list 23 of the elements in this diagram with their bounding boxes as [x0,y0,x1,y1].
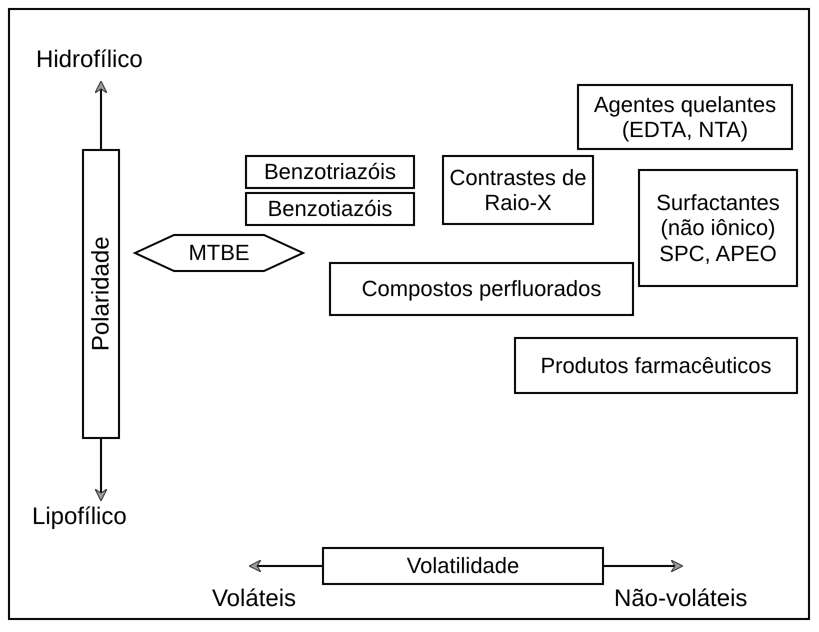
label-box [638,169,798,287]
node-label: Surfactantes (não iônico) SPC, APEO [655,190,781,266]
node-label: Volatilidade [406,553,520,579]
label-box [442,155,594,225]
axis-label: Hidrofílico [36,46,143,74]
node-label: Compostos perfluorados [362,276,602,302]
node-label: Contrastes de Raio-X [448,164,588,216]
label-box [514,337,798,394]
label-box [245,192,415,226]
node-label: Produtos farmacêuticos [540,352,772,378]
node-label: Polaridade [87,236,115,352]
label-box [577,84,793,150]
axis-label: Voláteis [212,585,296,613]
node-label: Benzotriazóis [264,159,396,185]
label-box [322,547,604,585]
node-label: MTBE [188,240,250,266]
node-label: Benzotiazóis [268,196,392,222]
label-box [82,149,120,439]
axis-label: Não-voláteis [614,585,748,613]
label-box [245,155,415,189]
node-label: Agentes quelantes (EDTA, NTA) [592,92,778,142]
label-box [329,262,634,316]
axis-label: Lipofílico [32,503,127,531]
